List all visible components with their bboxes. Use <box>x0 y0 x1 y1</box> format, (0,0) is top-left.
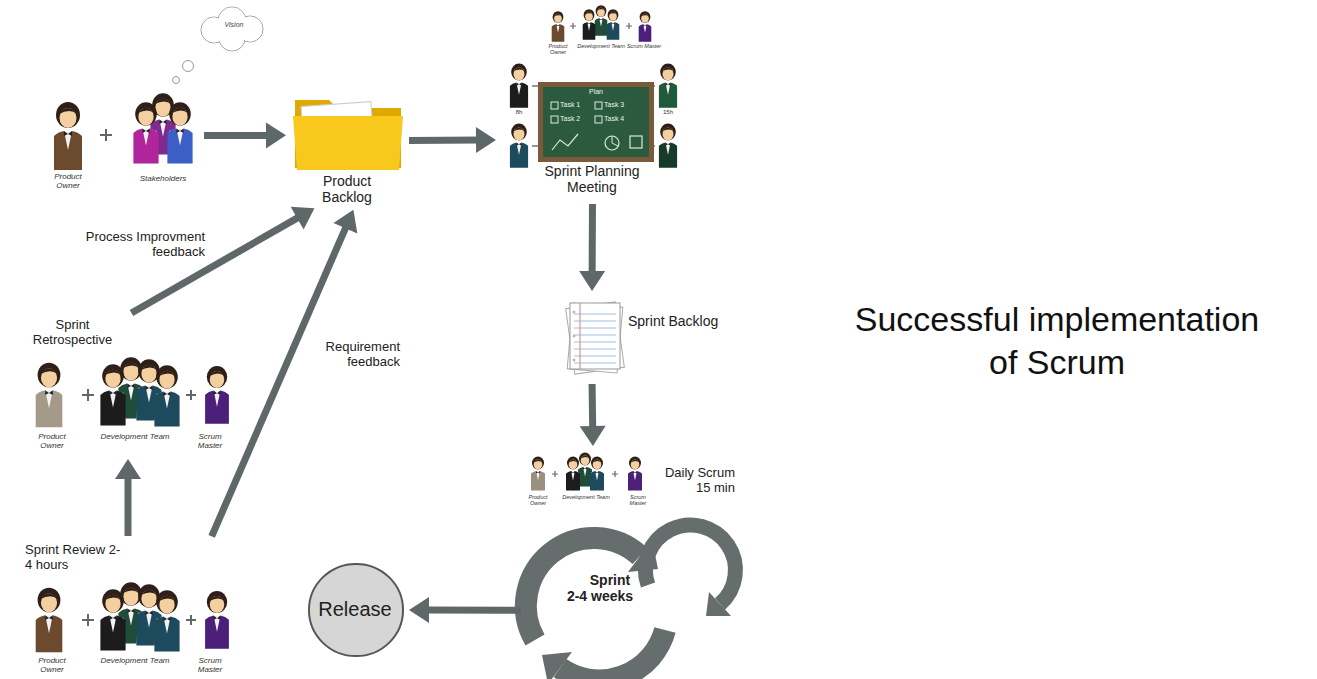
board-task: Task 2 <box>560 115 592 123</box>
arrow-head <box>579 271 605 291</box>
flow-arrow <box>204 122 286 148</box>
retrospective-group: Sprint RetrospectiveProduct Owner Develop… <box>20 315 236 455</box>
arrow-head <box>580 426 606 446</box>
person-figure <box>54 102 82 170</box>
flow-arrow <box>580 384 606 446</box>
planning-illustration <box>510 5 677 168</box>
page-title: Successful implementation of Scrum <box>842 298 1272 383</box>
arrow-head <box>115 459 141 479</box>
node-label: Sprint 2-4 weeks <box>564 572 636 604</box>
flow-arrow <box>131 207 314 313</box>
hours-label: 8h <box>503 109 535 116</box>
node-label: Product Owner <box>43 172 93 190</box>
folder-icon <box>293 100 403 170</box>
figure-label: Scrum Master <box>626 43 662 49</box>
node-label: Sprint Review 2-4 hours <box>25 543 125 573</box>
arrow-head <box>291 207 315 230</box>
figure-label: Scrum Master <box>186 656 234 674</box>
arrow-head <box>266 122 286 148</box>
figure-label: Product Owner <box>28 432 76 450</box>
review-team-figures <box>36 582 229 652</box>
person-figure <box>167 102 192 163</box>
arrow-shaft <box>409 137 480 144</box>
planning-meeting: Sprint Planning Meeting <box>500 55 685 200</box>
stakeholder-group: Product Owner Stakeholders <box>35 90 200 191</box>
board-task: Task 1 <box>560 101 592 109</box>
figure-label: Development Team <box>560 494 612 500</box>
node-label: Sprint Backlog <box>628 313 733 329</box>
plus-sign <box>100 129 112 141</box>
figure-label: Scrum Master <box>621 494 655 507</box>
arrow-head <box>476 127 496 153</box>
cloud-label: Vision <box>212 21 256 29</box>
figure-label: Product Owner <box>540 43 576 56</box>
node-label: Product Backlog <box>307 173 387 205</box>
edge-label: Process Improvment feedback <box>70 230 205 260</box>
sprint-cycle: Sprint 2-4 weeks <box>525 540 675 675</box>
sprint-backlog: Sprint Backlog <box>560 295 735 380</box>
node-label: Sprint Planning Meeting <box>532 163 652 195</box>
arrow-shaft <box>589 384 597 430</box>
stakeholder-figures <box>54 93 193 170</box>
board-task: Task 4 <box>604 115 636 123</box>
retro-team-figures <box>36 357 229 427</box>
figure-label: Scrum Master <box>186 432 234 450</box>
node-label: Release <box>307 598 403 621</box>
board-task: Task 3 <box>604 101 636 109</box>
hours-label: 15h <box>652 109 684 116</box>
review-group: Sprint Review 2-4 hoursProduct Owner Deve… <box>20 540 236 677</box>
flow-arrow <box>115 459 141 536</box>
arrow-head <box>333 210 357 234</box>
flow-arrow <box>212 210 358 536</box>
figure-label: Development Team <box>95 432 175 441</box>
vision-cloud <box>173 7 264 84</box>
sprint-cycle <box>526 525 736 679</box>
figure-label: Development Team <box>95 656 175 665</box>
arrow-shaft <box>204 132 270 139</box>
daily-scrum-team: Product Owner Development Team Scrum Maste… <box>525 450 657 510</box>
figure-label: Stakeholders <box>128 174 198 183</box>
arrow-head <box>409 597 429 623</box>
flow-arrow <box>409 127 496 153</box>
node-label: Sprint Retrospective <box>25 318 120 348</box>
flow-arrow <box>579 204 605 291</box>
person-figure <box>133 102 158 163</box>
arrow-shaft <box>589 204 596 275</box>
backlog-folder: Product Backlog <box>290 90 405 206</box>
arrow-shaft <box>125 475 132 536</box>
figure-label: Product Owner <box>28 656 76 674</box>
arrow-shaft <box>212 225 347 537</box>
flow-arrow <box>409 597 521 623</box>
paper-stack <box>566 302 625 374</box>
node-label: Product Owner <box>525 494 551 507</box>
arrow-shaft <box>425 607 521 614</box>
daily-scrum-label: Daily Scrum 15 min <box>650 466 735 496</box>
figure-label: Development Team <box>577 43 625 49</box>
release-circle: Release <box>307 562 405 658</box>
edge-label: Requirement feedback <box>310 340 400 370</box>
board-heading: Plan <box>580 88 612 96</box>
daily-team-figures <box>531 453 642 491</box>
